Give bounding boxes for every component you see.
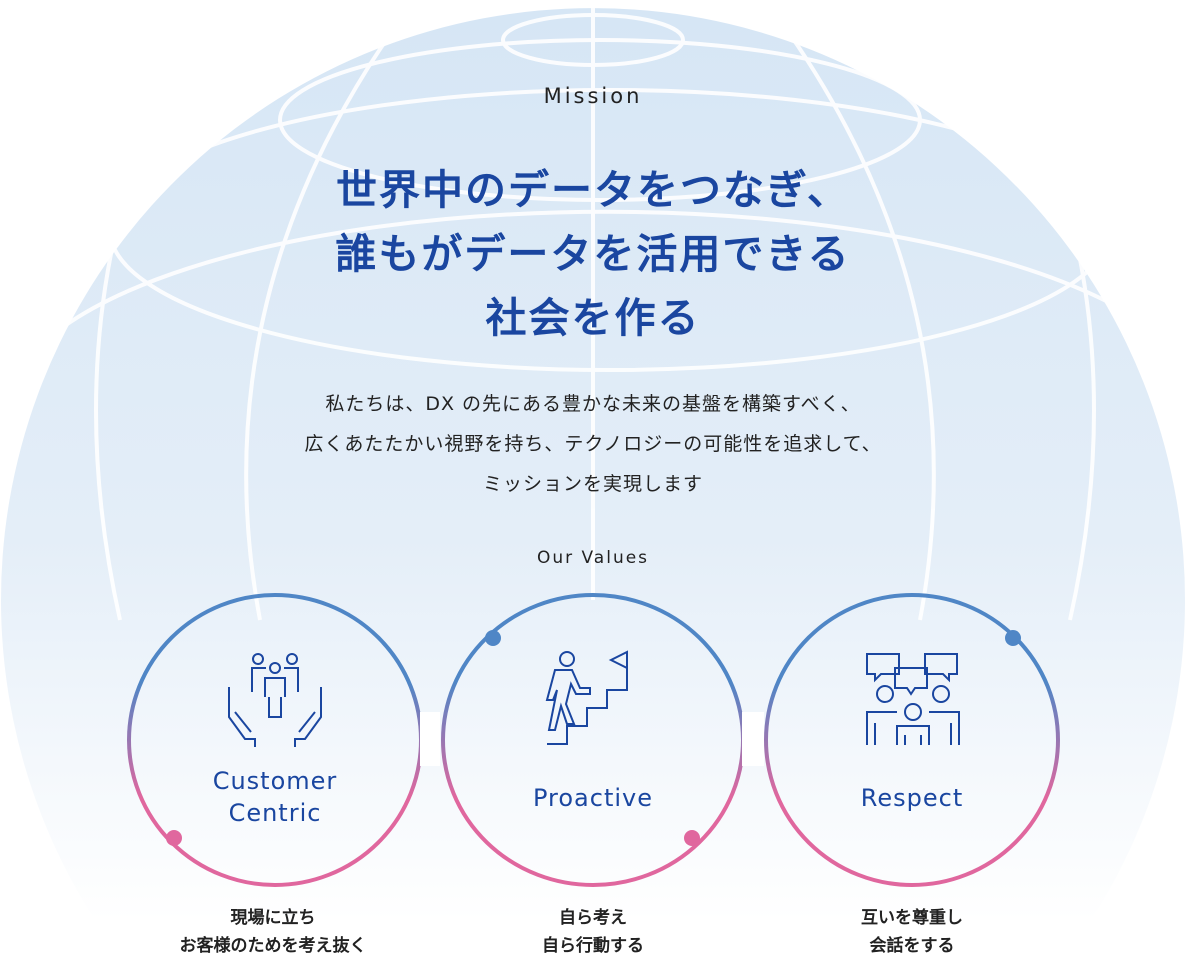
value-desc-line: 互いを尊重し	[861, 908, 963, 928]
value-name-line: Customer	[212, 767, 338, 795]
value-desc-line: 自ら行動する	[542, 936, 644, 956]
body-line: 広くあたたかい視野を持ち、テクノロジーの可能性を追求して、	[304, 433, 882, 455]
value-name-customer-centric: Customer Centric	[125, 765, 425, 829]
ring-dot	[684, 830, 700, 846]
value-name-line: Centric	[228, 799, 322, 827]
mission-headline: 世界中のデータをつなぎ、 誰もがデータを活用できる 社会を作る	[0, 158, 1186, 350]
conversation-group-icon	[866, 653, 960, 745]
value-desc-respect: 互いを尊重し 会話をする	[752, 904, 1072, 960]
value-desc-line: 自ら考え	[559, 908, 627, 928]
mission-body: 私たちは、DX の先にある豊かな未来の基盤を構築すべく、 広くあたたかい視野を持…	[0, 384, 1186, 504]
value-name-respect: Respect	[860, 784, 964, 812]
hands-people-icon	[228, 653, 322, 747]
ring-dot	[485, 630, 501, 646]
body-line: ミッションを実現します	[482, 473, 703, 495]
value-desc-line: お客様のためを考え抜く	[179, 936, 367, 956]
value-desc-customer-centric: 現場に立ち お客様のためを考え抜く	[113, 904, 433, 960]
climbing-stairs-flag-icon	[545, 650, 628, 745]
value-desc-line: 現場に立ち	[230, 908, 316, 928]
ring-dot	[166, 830, 182, 846]
value-desc-proactive: 自ら考え 自ら行動する	[433, 904, 753, 960]
mission-label: Mission	[543, 84, 643, 108]
values-label: Our Values	[536, 548, 650, 568]
headline-line: 社会を作る	[485, 294, 701, 342]
headline-line: 誰もがデータを活用できる	[335, 230, 851, 278]
ring-dot	[1005, 630, 1021, 646]
body-line: 私たちは、DX の先にある豊かな未来の基盤を構築すべく、	[325, 393, 861, 415]
ring-respect	[764, 593, 1060, 887]
value-desc-line: 会話をする	[869, 936, 955, 956]
value-name-proactive: Proactive	[532, 784, 654, 812]
headline-line: 世界中のデータをつなぎ、	[336, 166, 850, 214]
